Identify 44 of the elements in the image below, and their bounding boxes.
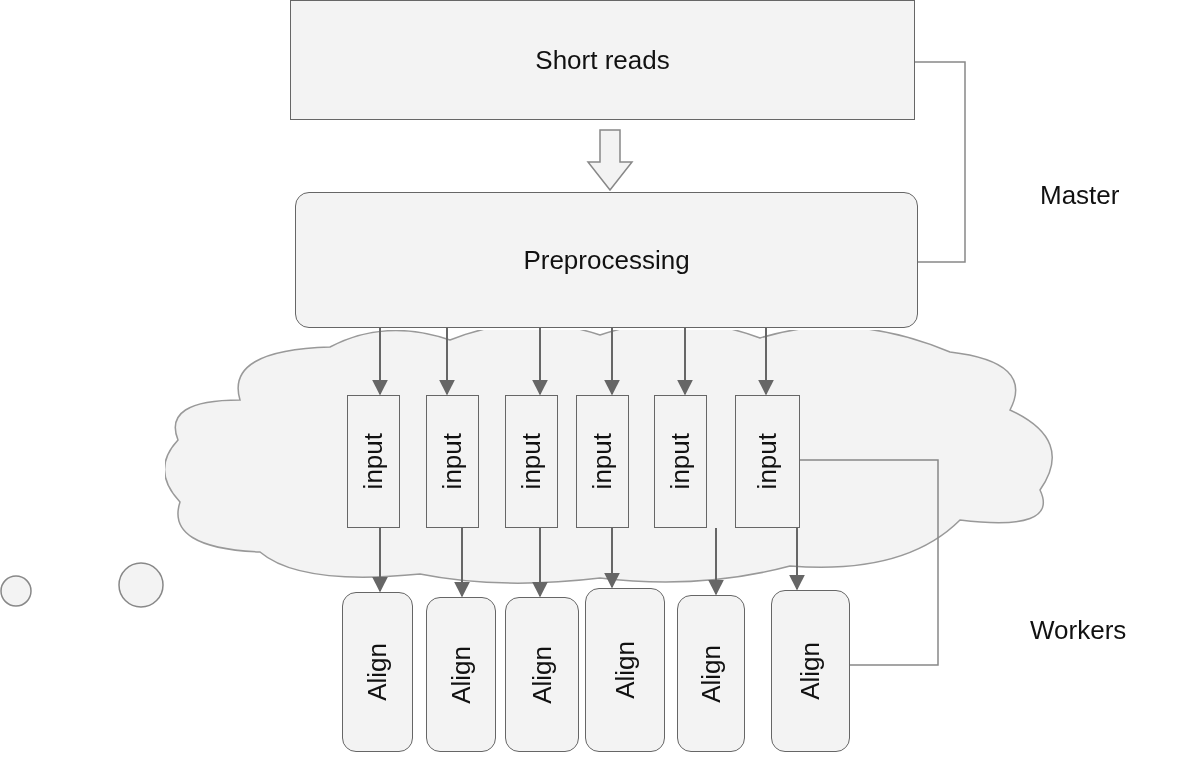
arrow <box>789 527 805 591</box>
arrow <box>372 327 388 396</box>
data-box <box>347 395 400 528</box>
process-box <box>295 192 918 328</box>
process-box <box>342 592 413 752</box>
group-label: Master <box>1040 180 1120 211</box>
cloud-shape <box>165 330 1055 584</box>
node-label: Preprocessing <box>523 244 690 276</box>
node-label: input <box>516 433 547 490</box>
node-label: Align <box>609 641 641 699</box>
process-box <box>771 590 850 752</box>
arrow <box>532 527 548 598</box>
node-label: Align <box>526 645 558 704</box>
node-label: Align <box>362 643 393 701</box>
process-box <box>426 597 496 752</box>
node-label: Short reads <box>535 44 670 76</box>
arrow <box>708 527 724 596</box>
process-box <box>505 597 579 752</box>
arrow <box>677 327 693 396</box>
arrow <box>372 527 388 593</box>
block-arrow <box>586 129 634 192</box>
process-box <box>585 588 665 752</box>
data-box <box>426 395 479 528</box>
node-label: Align <box>695 644 727 703</box>
node-label: Align <box>795 642 826 700</box>
node-label: input <box>358 433 389 490</box>
node-label: Align <box>445 645 477 704</box>
data-box <box>654 395 707 528</box>
arrow <box>439 327 455 396</box>
arrow <box>758 327 774 396</box>
node-label: input <box>437 433 468 490</box>
data-box <box>735 395 800 528</box>
node-label: input <box>665 433 696 490</box>
arrow <box>532 327 548 396</box>
arrow <box>454 527 470 598</box>
arrow <box>604 327 620 396</box>
data-box <box>576 395 629 528</box>
node-label: input <box>752 433 783 490</box>
group-label: Workers <box>1030 615 1127 646</box>
data-box <box>505 395 558 528</box>
arrow <box>604 527 620 589</box>
process-box <box>677 595 745 752</box>
process-box <box>290 0 915 120</box>
node-label: input <box>587 433 618 490</box>
